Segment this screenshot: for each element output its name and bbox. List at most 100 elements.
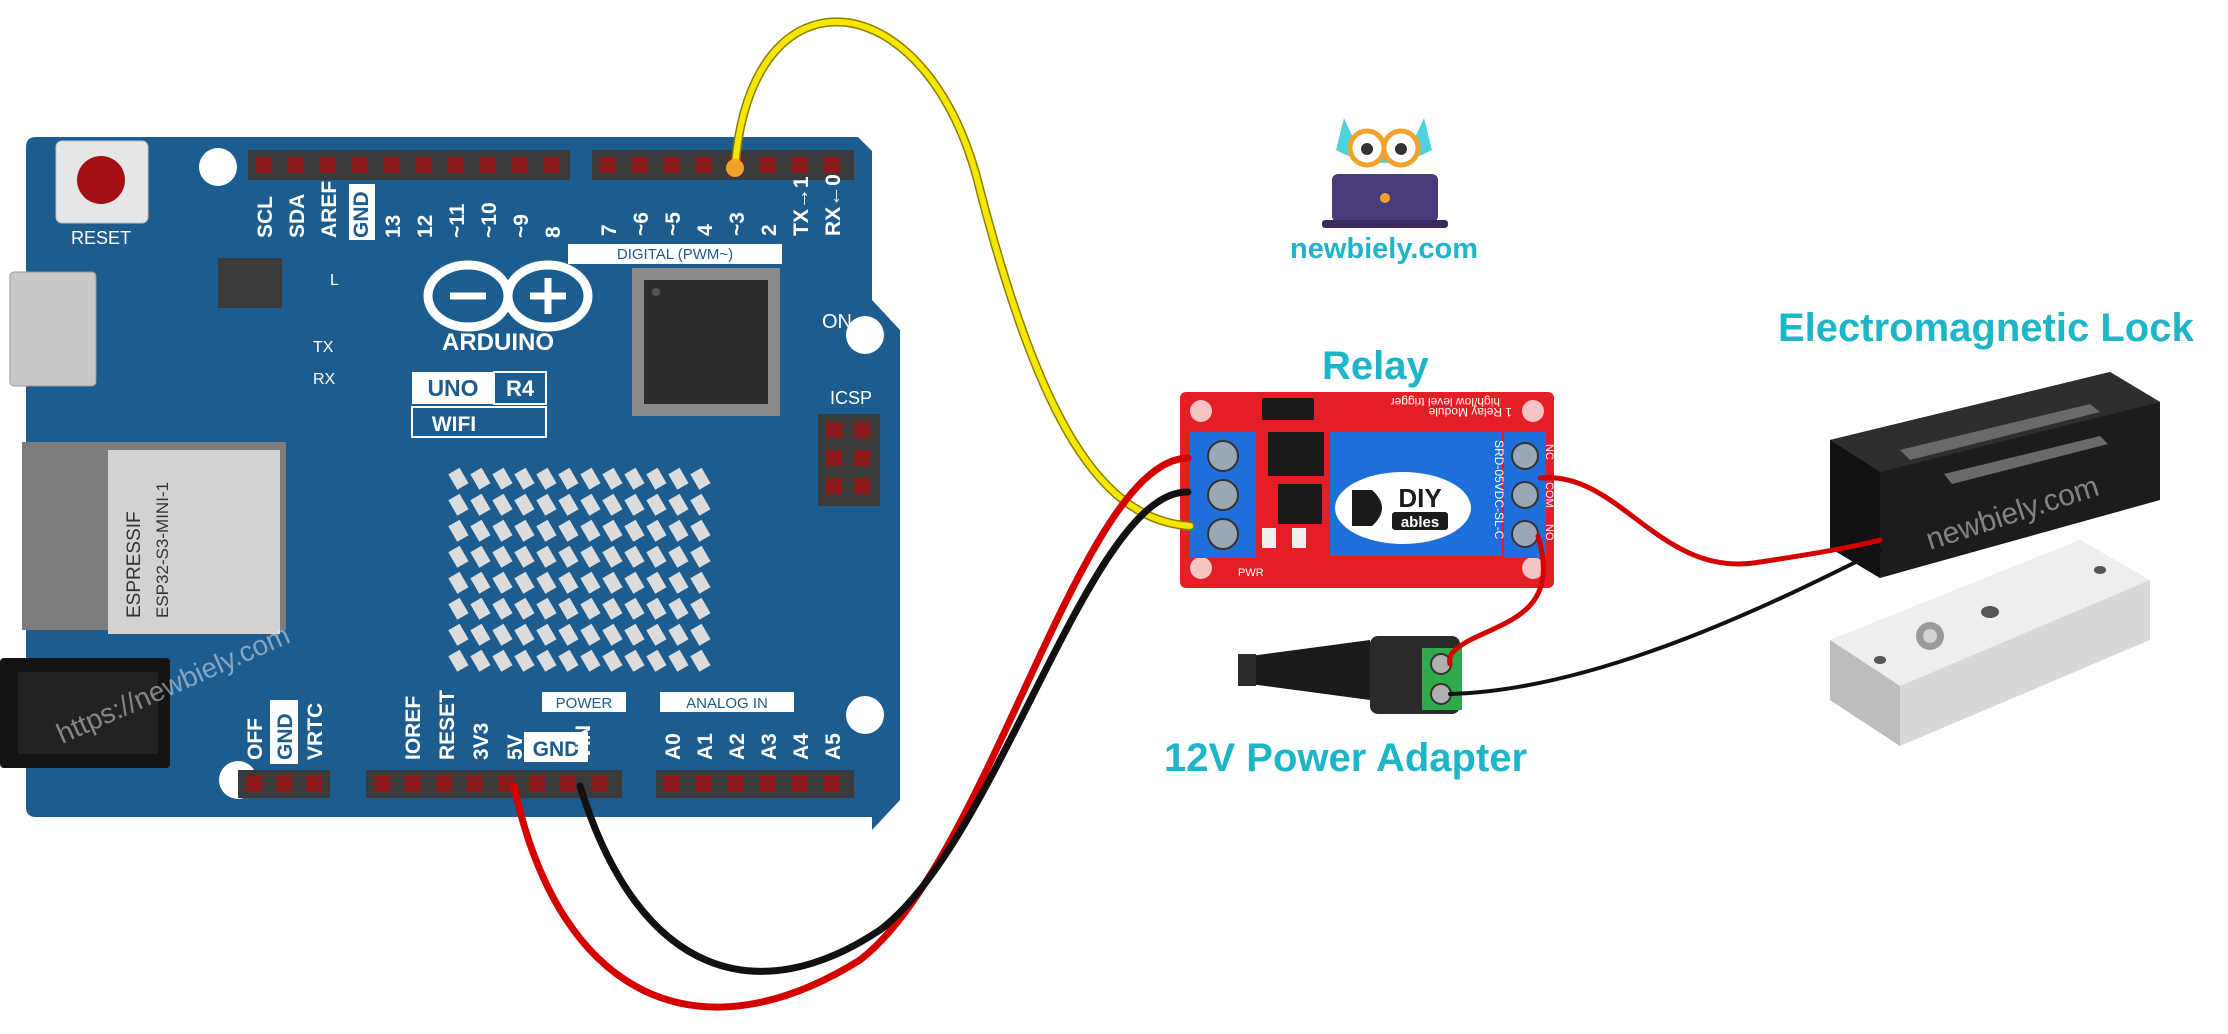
matrix-led: [448, 467, 469, 490]
matrix-led: [448, 545, 469, 568]
matrix-led: [646, 519, 667, 542]
pin-label-analog: A2: [726, 733, 749, 760]
uno-text: UNO: [427, 375, 478, 401]
pin-label-power: VIN: [572, 725, 595, 760]
relay-title: 1 Relay Module: [1428, 405, 1512, 419]
matrix-led: [492, 597, 513, 620]
matrix-led: [536, 623, 557, 646]
pin-label-bottom-left: VRTC: [304, 703, 327, 760]
matrix-led: [514, 623, 535, 646]
matrix-led: [646, 597, 667, 620]
matrix-led: [558, 571, 579, 594]
pin-socket: [792, 776, 808, 792]
matrix-led: [514, 519, 535, 542]
pin-label-power: GND: [533, 738, 580, 761]
matrix-led: [580, 467, 601, 490]
matrix-led: [668, 545, 689, 568]
wire-adapter-to-lock-black: [1448, 548, 1882, 696]
pin-label-top-right: 7: [598, 224, 621, 236]
matrix-led: [580, 623, 601, 646]
pin-label-top-left: GND: [350, 191, 373, 238]
pin-socket: [696, 157, 712, 173]
pin-label-top-right: ~3: [726, 212, 749, 236]
matrix-led: [624, 519, 645, 542]
pin-socket: [246, 776, 262, 792]
esp32-module: ESPRESSIF ESP32-S3-MINI-1: [22, 442, 286, 634]
mount-hole: [199, 148, 237, 186]
pin-label-top-left: 12: [414, 215, 437, 238]
lock-armature-plate: [1830, 540, 2150, 746]
analog-label: ANALOG IN: [686, 695, 768, 712]
gnd-pin-highlight: [524, 732, 588, 762]
mcu-chip: [632, 268, 780, 416]
pin-socket: [826, 478, 842, 494]
pin-socket: [384, 157, 400, 173]
matrix-led: [536, 571, 557, 594]
mount-hole: [846, 696, 884, 734]
pin-socket: [728, 776, 744, 792]
matrix-led: [580, 493, 601, 516]
pin-socket: [854, 450, 870, 466]
matrix-led: [580, 597, 601, 620]
pin-socket: [480, 157, 496, 173]
matrix-led: [624, 571, 645, 594]
pin-socket: [824, 776, 840, 792]
pin-socket: [600, 157, 616, 173]
module-brand: ESPRESSIF: [124, 511, 145, 618]
module-name: ESP32-S3-MINI-1: [153, 482, 172, 618]
logo-diy: DIY: [1398, 483, 1441, 513]
matrix-led: [514, 467, 535, 490]
matrix-led: [690, 597, 711, 620]
wire-gnd-black: [576, 488, 1192, 975]
matrix-led: [448, 519, 469, 542]
matrix-led: [558, 545, 579, 568]
matrix-led: [646, 493, 667, 516]
pin-socket: [696, 776, 712, 792]
analog-header: [656, 770, 854, 798]
matrix-led: [668, 649, 689, 672]
pin-label-top-right: ~6: [630, 212, 653, 236]
matrix-led: [536, 597, 557, 620]
pin-label-analog: A0: [662, 733, 685, 760]
matrix-led: [536, 545, 557, 568]
matrix-led: [448, 649, 469, 672]
matrix-led: [514, 571, 535, 594]
pin-socket: [826, 450, 842, 466]
uno-badge: [412, 372, 494, 404]
pin3-highlight: [726, 159, 744, 177]
pin-label-analog: A4: [790, 733, 813, 760]
pin-label-top-right: RX←0: [822, 174, 845, 236]
matrix-led: [646, 467, 667, 490]
pin-socket: [306, 776, 322, 792]
matrix-led: [690, 519, 711, 542]
gnd-pin-highlight: [270, 700, 298, 764]
pin-socket: [792, 157, 808, 173]
digital-label-bg: [568, 244, 782, 264]
relay-label: Relay: [1322, 344, 1429, 388]
relay-spec-1: SRD-05VDC-SL-C: [1492, 440, 1506, 540]
pin-label-top-right: ~5: [662, 212, 685, 236]
reset-label: RESET: [71, 228, 131, 248]
power-label-bg: [542, 692, 626, 712]
arduino-logo-text: ARDUINO: [442, 329, 554, 356]
adapter-label: 12V Power Adapter: [1164, 736, 1528, 780]
pin-label-top-right: 2: [758, 224, 781, 236]
pin-label-top-left: ~10: [478, 202, 501, 238]
pin-socket: [498, 776, 514, 792]
matrix-led: [536, 467, 557, 490]
pin-socket: [320, 157, 336, 173]
pin-socket: [448, 157, 464, 173]
wires: [510, 17, 1883, 1011]
matrix-led: [536, 493, 557, 516]
matrix-led: [690, 493, 711, 516]
relay-pin-nc: NC: [1543, 444, 1555, 460]
led-rx-label: RX: [313, 371, 336, 388]
matrix-led: [624, 649, 645, 672]
relay-trigger: high/low level trigger: [1391, 395, 1500, 409]
pin-label-top-left: ~11: [446, 203, 469, 238]
matrix-led: [602, 545, 623, 568]
newbiely-owl-logo: [1322, 118, 1448, 228]
